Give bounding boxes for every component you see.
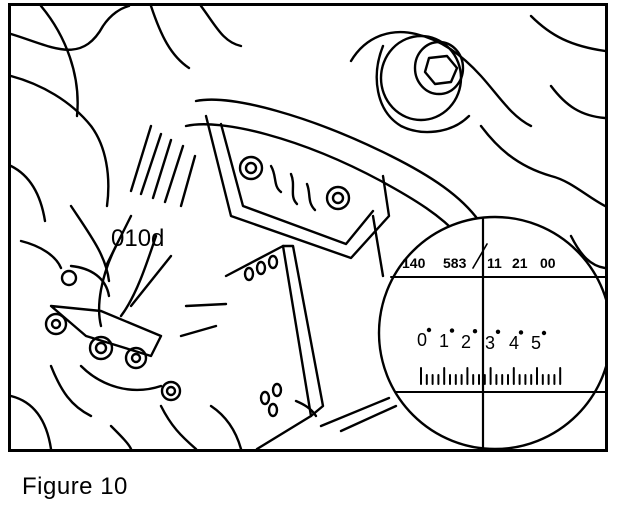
callout-label-010d: 010d [111,225,164,252]
bolt-head [375,34,471,134]
scale-digit: 2 [461,332,471,352]
tool-010d [97,124,197,328]
linkage-assembly [11,264,243,449]
figure-caption: Figure 10 [22,473,128,500]
technical-illustration: 140 583 11 21 00 0 1 2 3 4 5 010d [8,3,608,452]
scale-marker-dots [426,327,547,336]
scale-code-label: 21 [512,255,528,271]
mounting-bracket [184,98,481,260]
scale-marker-dot [518,330,524,335]
engine-block-outline [11,6,243,283]
scale-marker-dot [426,327,432,333]
scale-magnifier [377,215,605,449]
scale-digits: 0 1 2 3 4 5 [417,330,541,353]
scale-code-label: 140 [402,255,426,271]
scale-marker-dot [449,328,455,333]
scale-code-label: 11 [487,255,502,271]
scale-code-label: 00 [540,255,556,271]
scale-digit: 0 [417,330,427,350]
scale-marker-dot [541,330,547,336]
engine-drawing: 140 583 11 21 00 0 1 2 3 4 5 010d [11,6,605,449]
scale-digit: 5 [531,333,541,353]
scale-digit: 4 [509,333,519,353]
scale-marker-dot [495,329,501,334]
scale-digit: 1 [439,331,449,351]
scale-code-label: 583 [443,255,467,271]
measuring-plate [224,244,325,449]
scale-code-labels: 140 583 11 21 00 [402,255,556,271]
magnifier-leader-lines [319,214,398,433]
scale-ticks [420,367,562,385]
scale-marker-dot [472,329,478,334]
scale-digit: 3 [485,333,495,353]
